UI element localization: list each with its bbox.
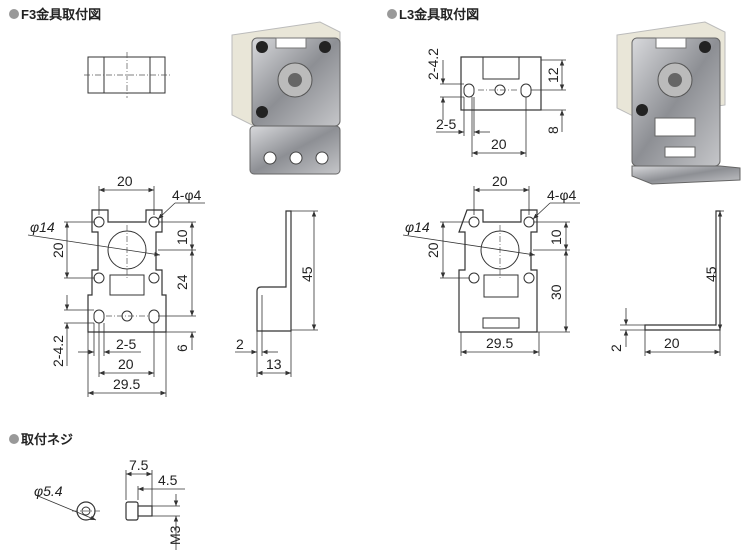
l3-dim-width: 29.5 xyxy=(486,335,513,351)
l3-dim-30: 30 xyxy=(548,284,564,300)
bullet-icon xyxy=(9,434,19,444)
l3-dim-10: 10 xyxy=(548,229,564,245)
dim-bore: φ14 xyxy=(30,219,55,235)
dim-pitch: 20 xyxy=(118,356,134,372)
dim-slot-w: 2-5 xyxy=(116,336,136,352)
f3-side-view: 45 2 13 xyxy=(235,210,318,377)
l3-dim-pitch: 20 xyxy=(491,136,507,152)
l3-section: L3金具取付図 2-4.2 12 8 2-5 20 xyxy=(387,7,741,356)
dim-thread-len: 4.5 xyxy=(158,472,178,488)
dim-width-top: 20 xyxy=(117,173,133,189)
l3-side-view: 45 2 20 xyxy=(608,210,724,356)
dim-6: 6 xyxy=(174,344,190,352)
l3-dim-thickness: 2 xyxy=(608,344,624,352)
dim-slot-h: 2-4.2 xyxy=(50,335,66,367)
l3-dim-bore: φ14 xyxy=(405,219,430,235)
l3-front-view: 20 4-φ4 φ14 20 10 30 29.5 xyxy=(402,173,580,356)
dim-width: 29.5 xyxy=(113,376,140,392)
l3-dim-slot-w: 2-5 xyxy=(436,116,456,132)
l3-dim-width-top: 20 xyxy=(492,173,508,189)
l3-dim-12: 12 xyxy=(545,67,561,83)
l3-dim-8: 8 xyxy=(545,126,561,134)
l3-dim-holes: 4-φ4 xyxy=(547,187,577,203)
f3-section: F3金具取付図 20 xyxy=(9,7,341,397)
bullet-icon xyxy=(387,9,397,19)
l3-product-photo xyxy=(616,21,741,185)
l3-dim-side-height: 45 xyxy=(703,266,719,282)
f3-top-view xyxy=(84,52,170,98)
screw-section: 取付ネジ φ5.4 7.5 4.5 M3 xyxy=(9,432,185,550)
bullet-icon xyxy=(9,9,19,19)
dim-thickness: 2 xyxy=(236,336,244,352)
l3-bottom-view: 2-4.2 12 8 2-5 20 xyxy=(425,48,566,157)
l3-dim-foot: 20 xyxy=(664,335,680,351)
dim-24: 24 xyxy=(174,274,190,290)
dim-height-holes: 20 xyxy=(50,242,66,258)
f3-title: F3金具取付図 xyxy=(21,7,101,22)
dim-side-height: 45 xyxy=(299,266,315,282)
screw-side: 7.5 4.5 M3 xyxy=(125,457,185,550)
dim-10: 10 xyxy=(174,229,190,245)
dim-holes: 4-φ4 xyxy=(172,187,202,203)
dim-length: 7.5 xyxy=(129,457,149,473)
l3-title: L3金具取付図 xyxy=(399,7,479,22)
dim-head-dia: φ5.4 xyxy=(34,483,63,499)
l3-dim-slot-h: 2-4.2 xyxy=(425,48,441,80)
l3-dim-height-holes: 20 xyxy=(425,242,441,258)
dim-thread: M3 xyxy=(167,525,183,545)
f3-product-photo xyxy=(231,21,341,175)
dim-offset: 13 xyxy=(266,356,282,372)
f3-front-view: 20 4-φ4 φ14 20 10 24 6 2-4.2 2-5 20 xyxy=(27,173,205,397)
screw-title: 取付ネジ xyxy=(21,432,73,447)
